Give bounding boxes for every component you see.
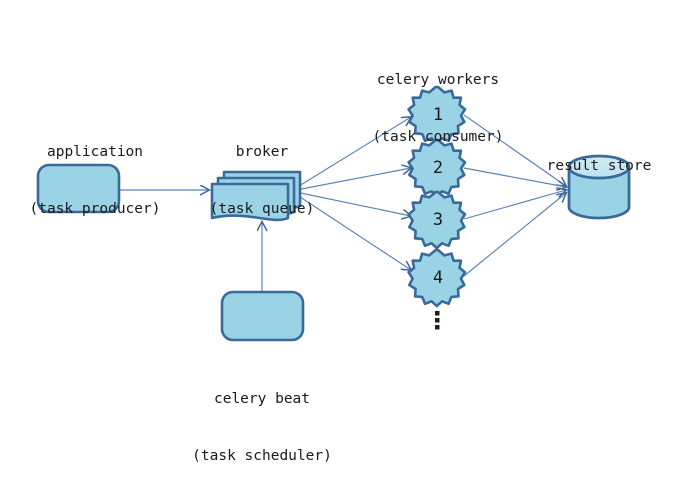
celery-beat-label: celery beat (task scheduler)	[167, 352, 357, 504]
edge-broker-to-worker-2	[290, 168, 411, 192]
ellipsis-dot-3	[435, 325, 440, 330]
edge-group	[119, 114, 566, 291]
node-result-store[interactable]	[567, 154, 631, 220]
node-broker[interactable]	[210, 170, 302, 222]
edge-worker-4-to-result-store	[463, 193, 566, 277]
edge-worker-1-to-result-store	[463, 114, 566, 186]
celery-beat-label-line1: celery beat	[213, 391, 311, 407]
celery-workers-label-line1: celery workers	[376, 72, 500, 88]
worker-2-label: 2	[433, 158, 443, 178]
result-store-label: result store	[504, 119, 679, 214]
broker-label-line1: broker	[235, 144, 289, 160]
diagram-svg: 1 2 3 4	[36, 85, 631, 342]
result-store-label-line1: result store	[546, 158, 652, 174]
edge-broker-to-worker-4	[290, 190, 411, 270]
application-label-line2: (task producer)	[29, 201, 161, 217]
broker-label: broker (task queue)	[167, 105, 357, 257]
node-celery-beat[interactable]	[220, 290, 305, 342]
application-shape[interactable]	[36, 163, 121, 214]
result-store-body[interactable]	[567, 165, 631, 220]
more-workers-indicator	[435, 311, 440, 330]
node-worker-4[interactable]	[407, 248, 467, 308]
broker-sheet-front[interactable]	[210, 182, 290, 222]
celery-workers-label-line2: (task consumer)	[372, 129, 504, 145]
diagram-canvas: 1 2 3 4 application (task producer) brok…	[0, 33, 679, 464]
worker-3-shape[interactable]	[407, 190, 467, 250]
worker-4-label: 4	[433, 268, 443, 288]
edge-worker-3-to-result-store	[463, 190, 566, 220]
node-application[interactable]	[36, 163, 121, 214]
worker-number-labels: 1 2 3 4	[433, 105, 443, 288]
worker-group	[407, 85, 467, 308]
application-label-line1: application	[46, 144, 144, 160]
celery-beat-shape[interactable]	[220, 290, 305, 342]
node-worker-3[interactable]	[407, 190, 467, 250]
celery-beat-label-line2: (task scheduler)	[192, 448, 332, 464]
ellipsis-dot-2	[435, 318, 440, 323]
application-label: application (task producer)	[0, 105, 190, 257]
worker-1-label: 1	[433, 105, 443, 125]
edge-broker-to-worker-1	[290, 117, 411, 192]
result-store-top	[567, 154, 631, 180]
worker-3-label: 3	[433, 210, 443, 230]
edge-worker-2-to-result-store	[463, 167, 566, 187]
celery-workers-label: celery workers (task consumer)	[343, 33, 533, 185]
worker-4-shape[interactable]	[407, 248, 467, 308]
ellipsis-dot-1	[435, 311, 440, 316]
broker-label-line2: (task queue)	[209, 201, 315, 217]
edge-broker-to-worker-3	[290, 190, 411, 216]
